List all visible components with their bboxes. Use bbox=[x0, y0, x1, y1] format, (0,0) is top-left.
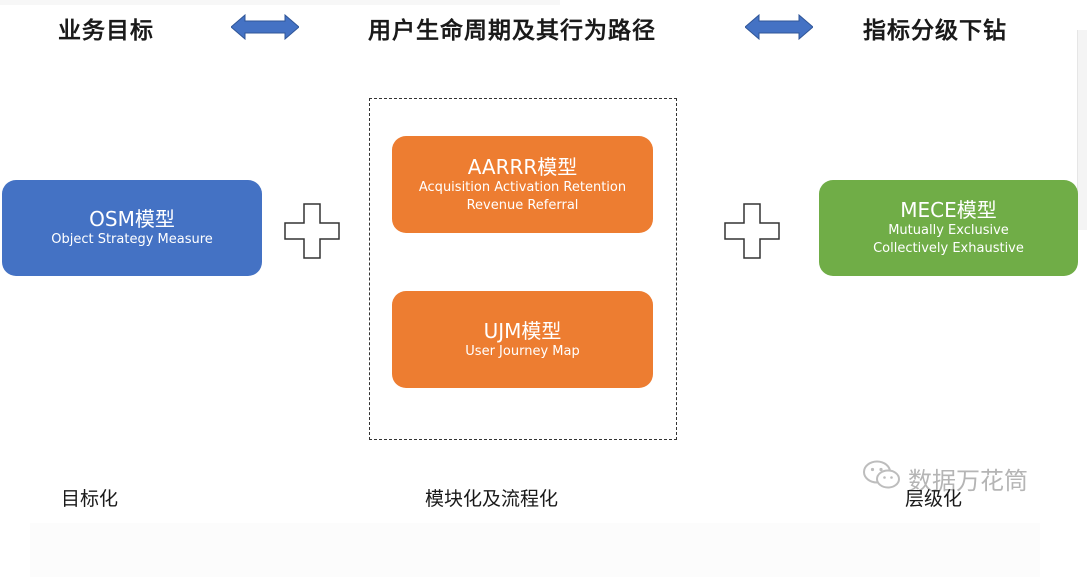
osm-subtitle: Object Strategy Measure bbox=[51, 232, 213, 247]
header-metric-drilldown: 指标分级下钻 bbox=[863, 18, 1007, 44]
plus-icon-right bbox=[724, 203, 780, 263]
ujm-subtitle: User Journey Map bbox=[465, 343, 580, 359]
header-user-lifecycle: 用户生命周期及其行为路径 bbox=[368, 18, 656, 44]
header-business-goal: 业务目标 bbox=[58, 18, 154, 44]
aarrr-title: AARRR模型 bbox=[467, 154, 578, 179]
aarrr-subtitle-line1: Acquisition Activation Retention bbox=[418, 179, 627, 195]
mece-title: MECE模型 bbox=[900, 198, 997, 222]
osm-title: OSM模型 bbox=[89, 207, 175, 231]
lifecycle-models-container bbox=[369, 98, 677, 440]
right-edge-panel bbox=[1077, 30, 1087, 230]
mece-subtitle-line2: Collectively Exhaustive bbox=[873, 241, 1024, 256]
wechat-icon bbox=[862, 459, 902, 497]
aarrr-model-card: AARRR模型 Acquisition Activation Retention… bbox=[392, 136, 653, 233]
double-arrow-icon-right bbox=[745, 14, 813, 40]
aarrr-subtitle-line2: Revenue Referral bbox=[466, 197, 579, 213]
mece-model-card: MECE模型 Mutually Exclusive Collectively E… bbox=[819, 180, 1078, 276]
label-modular-process: 模块化及流程化 bbox=[425, 488, 559, 510]
ujm-title: UJM模型 bbox=[483, 318, 562, 343]
top-cropped-strip bbox=[0, 0, 560, 5]
label-hierarchical: 层级化 bbox=[905, 488, 963, 510]
label-goal-oriented: 目标化 bbox=[61, 488, 119, 510]
mece-subtitle-line1: Mutually Exclusive bbox=[888, 223, 1009, 238]
osm-model-card: OSM模型 Object Strategy Measure bbox=[2, 180, 262, 276]
watermark-text: 数据万花筒 bbox=[908, 466, 1028, 495]
double-arrow-icon-left bbox=[231, 14, 299, 40]
watermark: 数据万花筒 bbox=[862, 459, 1028, 497]
bottom-band bbox=[30, 523, 1040, 577]
ujm-model-card: UJM模型 User Journey Map bbox=[392, 291, 653, 388]
plus-icon-left bbox=[284, 203, 340, 263]
